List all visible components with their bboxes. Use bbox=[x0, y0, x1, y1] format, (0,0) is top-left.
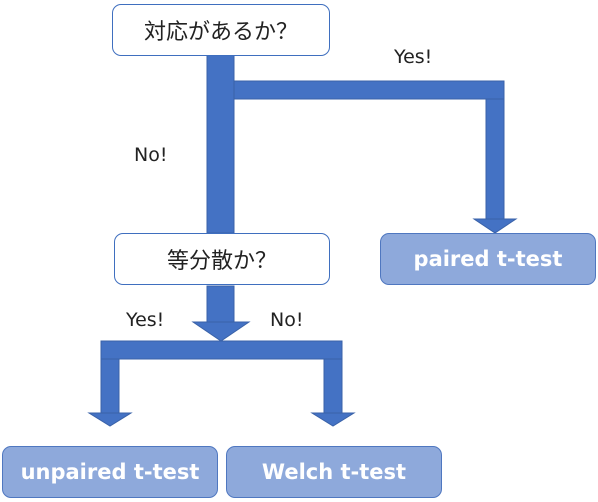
paired-yes-label: Yes! bbox=[394, 46, 433, 68]
paired-t-test-node: paired t-test bbox=[380, 233, 596, 285]
welch-t-test-node: Welch t-test bbox=[226, 446, 442, 498]
paired-question-node: 対応があるか？ bbox=[112, 4, 330, 56]
unpaired-t-test-label: unpaired t-test bbox=[20, 460, 200, 484]
split-arrowhead bbox=[191, 321, 251, 342]
welch-t-test-label: Welch t-test bbox=[261, 460, 407, 484]
split-trunk-connector bbox=[206, 285, 235, 323]
unpaired-t-test-node: unpaired t-test bbox=[2, 446, 218, 498]
split-bar-connector bbox=[100, 340, 343, 360]
paired-question-label: 対応があるか？ bbox=[143, 20, 298, 45]
left-down-connector bbox=[100, 358, 120, 414]
paired-t-test-label: paired t-test bbox=[413, 247, 563, 271]
paired-no-label: No! bbox=[134, 144, 168, 166]
equal-variance-question-label: 等分散か？ bbox=[166, 249, 277, 274]
trunk-connector bbox=[206, 54, 235, 234]
yes-branch-connector bbox=[233, 80, 505, 100]
equal-variance-question-node: 等分散か？ bbox=[114, 233, 330, 285]
right-down-connector bbox=[323, 358, 343, 414]
unpaired-arrowhead bbox=[87, 412, 133, 427]
welch-arrowhead bbox=[310, 412, 356, 427]
paired-arrowhead bbox=[472, 218, 518, 234]
yes-branch-down-connector bbox=[485, 98, 505, 220]
equal-variance-no-label: No! bbox=[270, 309, 304, 331]
equal-variance-yes-label: Yes! bbox=[126, 309, 165, 331]
